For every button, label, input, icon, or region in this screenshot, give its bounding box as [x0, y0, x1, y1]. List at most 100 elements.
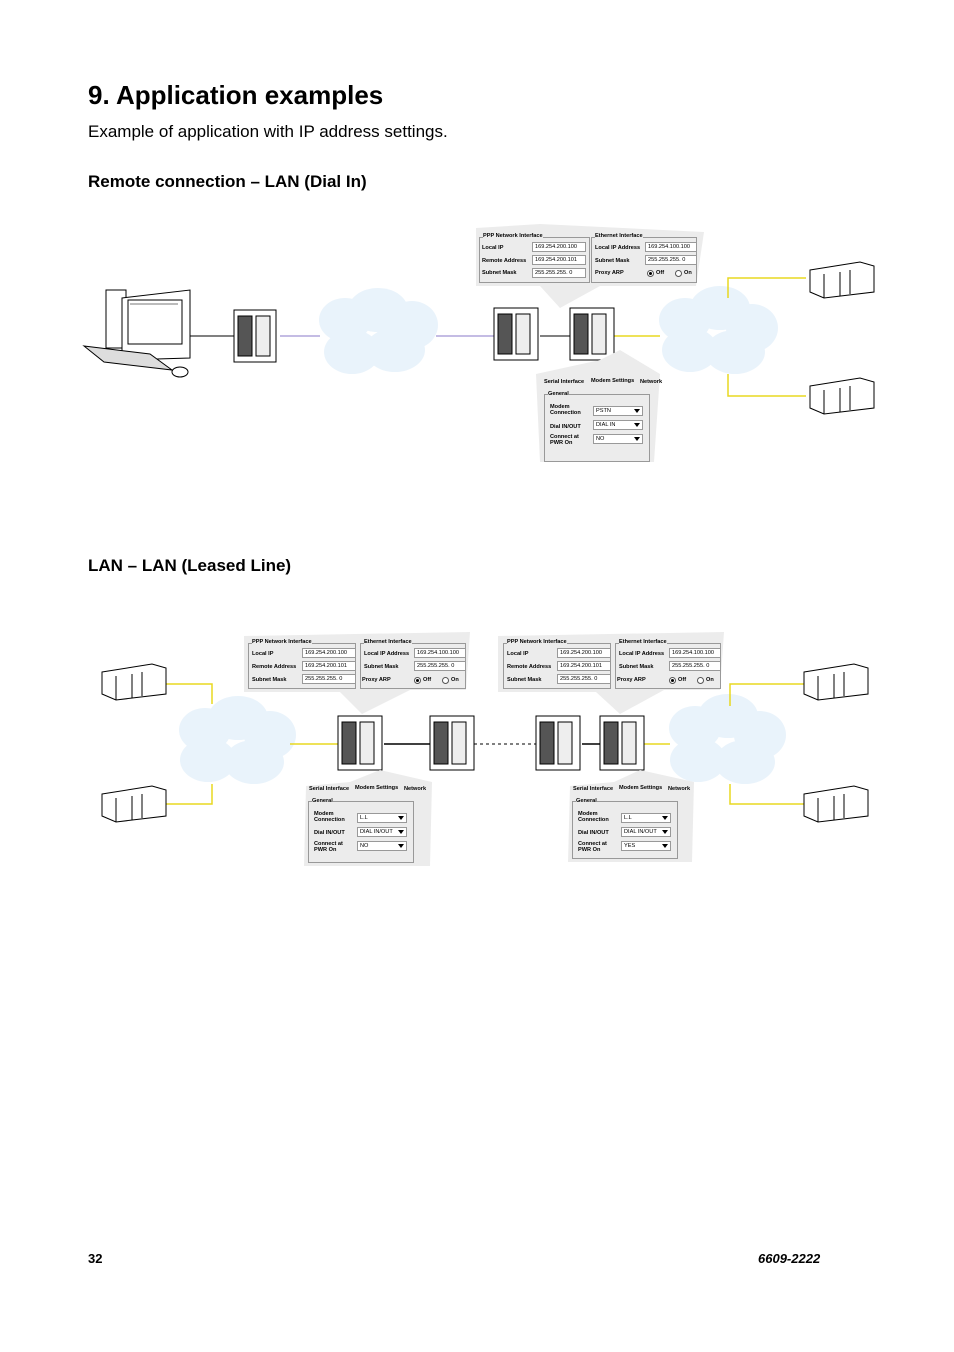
- page-subtitle: Example of application with IP address s…: [88, 122, 448, 141]
- modem-device-icon: [535, 715, 581, 771]
- tab-modem-settings[interactable]: Modem Settings: [355, 785, 399, 791]
- modem-connection-select[interactable]: L.L: [357, 813, 407, 823]
- subnet-mask-field[interactable]: 255.255.255. 0: [645, 255, 697, 265]
- remote-address-field[interactable]: 169.254.200.101: [532, 255, 586, 265]
- ppp-interface-label: PPP Network Interface: [252, 639, 312, 645]
- modem-label: Modem: [550, 404, 570, 410]
- plc-device-icon: [101, 663, 167, 701]
- chevron-down-icon[interactable]: [398, 830, 404, 834]
- dial-inout-select[interactable]: DIAL IN/OUT: [357, 827, 407, 837]
- dial-inout-label: Dial IN/OUT: [550, 424, 581, 430]
- chevron-down-icon[interactable]: [634, 437, 640, 441]
- dial-inout-select[interactable]: DIAL IN/OUT: [621, 827, 671, 837]
- cloud-icon: [669, 694, 786, 784]
- local-ip-address-field[interactable]: 169.254.100.100: [669, 648, 721, 658]
- local-ip-label: Local IP: [252, 651, 274, 657]
- off-label: Off: [678, 677, 687, 683]
- document-number: 6609-2222: [758, 1251, 821, 1266]
- plc-device-icon: [809, 377, 875, 415]
- subnet-mask-field[interactable]: 255.255.255. 0: [532, 268, 586, 278]
- chevron-down-icon[interactable]: [662, 830, 668, 834]
- pwr-on-label: PWR On: [550, 440, 573, 446]
- tab-network[interactable]: Network: [404, 786, 427, 792]
- subnet-mask-field[interactable]: 255.255.255. 0: [669, 661, 721, 671]
- page-title: 9. Application examples: [88, 80, 384, 110]
- local-ip-field[interactable]: 169.254.200.100: [302, 648, 356, 658]
- chevron-down-icon[interactable]: [634, 423, 640, 427]
- proxy-arp-off-radio[interactable]: [647, 270, 654, 277]
- local-ip-address-field[interactable]: 169.254.100.100: [645, 242, 697, 252]
- modem-device-icon: [569, 307, 615, 361]
- chevron-down-icon[interactable]: [398, 844, 404, 848]
- tab-modem-settings[interactable]: Modem Settings: [591, 378, 635, 384]
- connect-at-pwr-on-select[interactable]: YES: [621, 841, 671, 851]
- proxy-arp-on-radio[interactable]: [697, 677, 704, 684]
- chevron-down-icon[interactable]: [662, 844, 668, 848]
- pwr-on-label: PWR On: [578, 847, 601, 853]
- tab-serial-interface[interactable]: Serial Interface: [544, 379, 585, 385]
- on-label: On: [451, 677, 459, 683]
- plc-device-icon: [803, 785, 869, 823]
- local-ip-field[interactable]: 169.254.200.100: [557, 648, 611, 658]
- remote-address-field[interactable]: 169.254.200.101: [302, 661, 356, 671]
- chevron-down-icon[interactable]: [398, 816, 404, 820]
- subnet-mask-label: Subnet Mask: [252, 677, 287, 683]
- connect-at-label: Connect at: [578, 841, 607, 847]
- proxy-arp-off-radio[interactable]: [414, 677, 421, 684]
- plc-device-icon: [101, 785, 167, 823]
- remote-address-field[interactable]: 169.254.200.101: [557, 661, 611, 671]
- lan-link: [729, 683, 806, 706]
- section-heading-leased-line: LAN – LAN (Leased Line): [88, 556, 292, 575]
- local-ip-address-label: Local IP Address: [364, 651, 410, 657]
- tab-serial-interface[interactable]: Serial Interface: [309, 786, 350, 792]
- tab-network[interactable]: Network: [640, 379, 663, 385]
- proxy-arp-off-radio[interactable]: [669, 677, 676, 684]
- tab-modem-settings[interactable]: Modem Settings: [619, 785, 663, 791]
- on-label: On: [706, 677, 714, 683]
- connection-label: Connection: [314, 817, 345, 823]
- lan-link: [150, 784, 213, 805]
- proxy-arp-label: Proxy ARP: [595, 270, 624, 276]
- dial-inout-select[interactable]: DIAL IN: [593, 420, 643, 430]
- lan-link: [727, 374, 806, 397]
- subnet-mask-field[interactable]: 255.255.255. 0: [414, 661, 466, 671]
- local-ip-address-label: Local IP Address: [619, 651, 665, 657]
- cloud-icon: [319, 288, 438, 374]
- local-ip-field[interactable]: 169.254.200.100: [532, 242, 586, 252]
- off-label: Off: [656, 270, 665, 276]
- ethernet-interface-label: Ethernet Interface: [619, 639, 667, 645]
- ethernet-interface-label: Ethernet Interface: [364, 639, 412, 645]
- subnet-mask-field[interactable]: 255.255.255. 0: [302, 674, 356, 684]
- chevron-down-icon[interactable]: [662, 816, 668, 820]
- connect-at-pwr-on-select[interactable]: NO: [593, 434, 643, 444]
- modem-device-icon: [233, 309, 277, 363]
- modem-device-icon: [493, 307, 539, 361]
- general-group-label: General: [548, 391, 569, 397]
- proxy-arp-on-radio[interactable]: [675, 270, 682, 277]
- ethernet-interface-label: Ethernet Interface: [595, 233, 643, 239]
- dial-inout-label: Dial IN/OUT: [578, 830, 609, 836]
- local-ip-address-field[interactable]: 169.254.100.100: [414, 648, 466, 658]
- modem-connection-select[interactable]: PSTN: [593, 406, 643, 416]
- subnet-mask-label: Subnet Mask: [482, 270, 517, 276]
- subnet-mask-label: Subnet Mask: [364, 664, 399, 670]
- cloud-icon: [659, 286, 778, 374]
- tab-serial-interface[interactable]: Serial Interface: [573, 786, 614, 792]
- connect-at-label: Connect at: [550, 434, 579, 440]
- lan-link: [729, 784, 806, 805]
- modem-label: Modem: [578, 811, 598, 817]
- modem-connection-select[interactable]: L.L: [621, 813, 671, 823]
- connect-at-pwr-on-select[interactable]: NO: [357, 841, 407, 851]
- local-ip-label: Local IP: [507, 651, 529, 657]
- modem-device-icon: [337, 715, 383, 771]
- off-label: Off: [423, 677, 432, 683]
- connection-label: Connection: [550, 410, 581, 416]
- remote-address-label: Remote Address: [252, 664, 297, 670]
- proxy-arp-on-radio[interactable]: [442, 677, 449, 684]
- subnet-mask-field[interactable]: 255.255.255. 0: [557, 674, 611, 684]
- page-number: 32: [88, 1251, 103, 1266]
- computer-icon: [82, 289, 191, 378]
- tab-network[interactable]: Network: [668, 786, 691, 792]
- chevron-down-icon[interactable]: [634, 409, 640, 413]
